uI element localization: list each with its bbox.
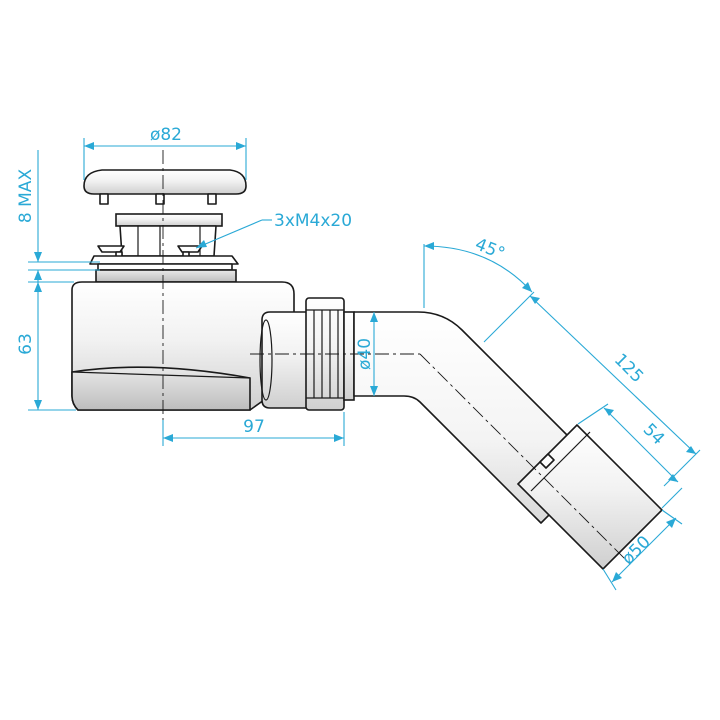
max-height-label: 8 MAX — [16, 169, 36, 224]
dim-cap-diameter: ø82 — [83, 125, 247, 180]
nut-collar — [343, 311, 355, 401]
bend-length-label: 125 — [610, 350, 647, 387]
cap-diameter-label: ø82 — [150, 125, 182, 145]
socket-length-label: 54 — [639, 420, 668, 449]
strainer-body — [115, 213, 223, 227]
outlet-diameter-label: ø40 — [355, 338, 375, 370]
flange-base — [95, 269, 237, 283]
dim-outlet-length: 97 — [162, 412, 345, 446]
outlet-length-label: 97 — [243, 417, 265, 437]
dim-screws: 3xM4x20 — [195, 211, 352, 249]
strainer-cage — [119, 225, 217, 257]
trap-lower-band — [71, 366, 251, 411]
dim-max-height: 8 MAX — [16, 150, 100, 282]
center-lines — [162, 150, 633, 567]
drain-cap — [83, 169, 247, 195]
flange-plate — [89, 255, 239, 265]
dim-trap-height: 63 — [16, 281, 76, 411]
trap-assembly — [71, 169, 664, 571]
cap-pins — [99, 193, 217, 205]
dim-bend-angle: 45° — [423, 234, 533, 308]
gasket-ring — [97, 263, 233, 271]
trap-height-label: 63 — [16, 333, 36, 355]
screws-label: 3xM4x20 — [274, 211, 352, 231]
dim-outlet-diameter: ø40 — [355, 312, 378, 396]
bend-angle-label: 45° — [472, 234, 507, 264]
